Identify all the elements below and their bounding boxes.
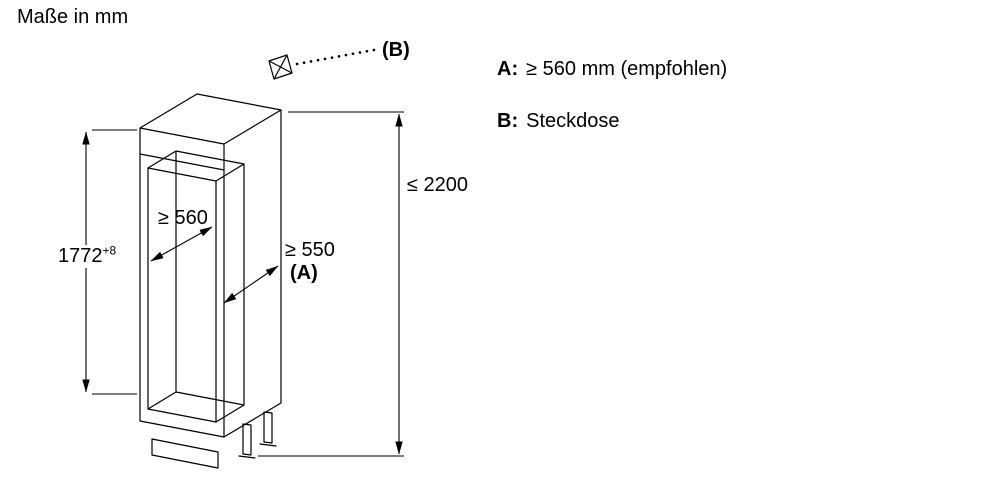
niche-height-value: 1772 [58,245,103,267]
dim-label-niche-height: 1772+8 [55,243,120,268]
dimension-niche-depth [150,226,213,262]
socket-leader-line [295,48,376,66]
dim-label-min-depth: ≥ 550 [285,239,335,261]
ref-label-b: (B) [382,39,410,61]
legend-key-b: B: [497,110,519,132]
dimension-min-depth [223,265,279,304]
foot-front [238,423,256,459]
foot-back [259,411,277,447]
legend-item-a: A: ≥ 560 mm (empfohlen) [497,58,727,81]
legend-item-b: B: Steckdose [497,110,620,133]
ref-label-a: (A) [290,262,318,284]
dimension-max-height [258,111,404,457]
legend-key-a: A: [497,58,519,80]
dim-label-niche-depth: ≥ 560 [158,207,208,229]
dim-label-max-height: ≤ 2200 [407,174,469,196]
page-title: Maße in mm [17,6,129,28]
legend-text-a: ≥ 560 mm (empfohlen) [526,58,728,80]
cabinet-outline [139,93,282,469]
niche-height-tolerance: +8 [102,243,117,258]
legend-text-b: Steckdose [526,110,620,132]
socket-icon [268,54,293,80]
